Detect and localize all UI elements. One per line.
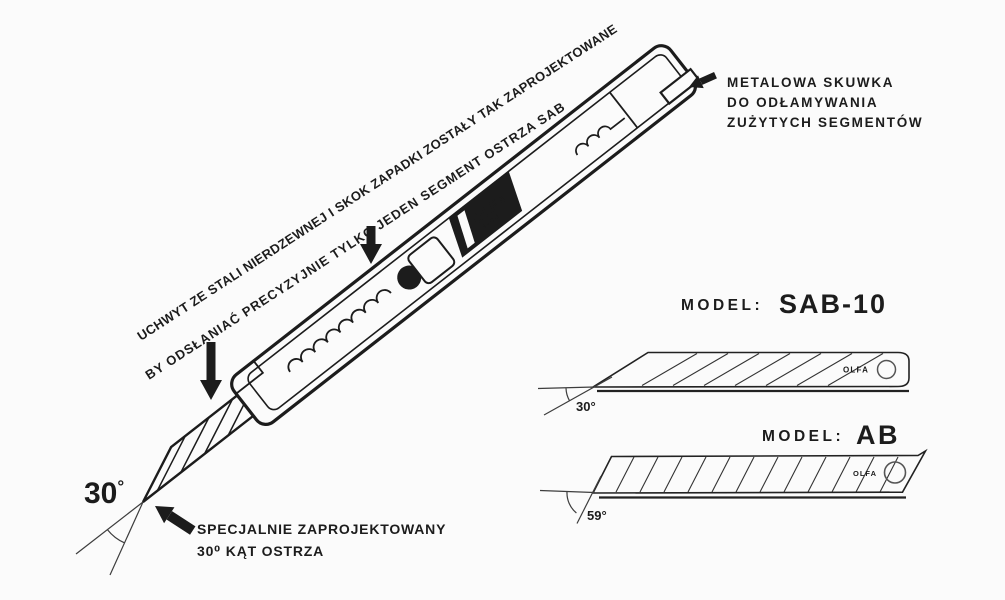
sab10-blade-brand: OLFA [843, 366, 869, 375]
model-ab-label: MODEL: [762, 428, 844, 445]
model-ab-blade: OLFA 59° [539, 448, 928, 524]
model-sab10-label: MODEL: [681, 297, 763, 314]
ab-blade-hole [883, 461, 907, 484]
sab10-blade-segment-lines [641, 353, 884, 386]
knife-endcap-slot [659, 67, 701, 106]
endcap-note-line2: DO ODŁAMYWANIA [727, 95, 878, 110]
model-sab10-blade: OLFA 30° [537, 351, 910, 416]
main-knife-drawing: OLFA SAC-1 [141, 44, 701, 503]
tip-angle-construction [75, 501, 144, 576]
endcap-note-line1: METALOWA SKUWKA [727, 75, 894, 90]
model-sab10-section: MODEL: SAB-10 OLFA 30° [537, 289, 910, 416]
logo-slash-icon [457, 210, 475, 249]
model-ab-name: AB [856, 420, 900, 450]
sab10-angle-construction [537, 376, 613, 416]
knife-slider-body [407, 236, 456, 285]
tip-angle-label: 30° [84, 477, 124, 510]
knife-blade-segment-lines [156, 398, 245, 492]
pointer-arrow-front-lock [200, 342, 222, 400]
tip-note-line2: 30⁰ KĄT OSTRZA [197, 543, 324, 559]
sab10-blade-outline [590, 351, 910, 388]
knife-slider-button [397, 265, 422, 290]
sab10-blade-hole [876, 359, 897, 380]
ab-angle-label: 59° [587, 508, 607, 523]
ab-blade-brand: OLFA [853, 469, 877, 478]
knife-front-lock-step [235, 360, 265, 395]
knife-blade [141, 393, 256, 503]
pointer-arrow-endcap [689, 72, 717, 89]
tip-note-line1: SPECJALNIE ZAPROJEKTOWANY [197, 521, 446, 537]
model-ab-section: MODEL: AB OLFA [539, 420, 928, 524]
model-sab10-name: SAB-10 [779, 289, 887, 319]
endcap-note-line3: ZUŻYTYCH SEGMENTÓW [727, 115, 923, 130]
sab10-angle-label: 30° [576, 399, 596, 414]
ab-blade-outline [591, 448, 928, 494]
knife-clip-wave [575, 117, 626, 156]
knife-cap-seam [609, 92, 638, 128]
ab-angle-construction [539, 475, 602, 524]
pointer-arrow-blade-tip [155, 506, 196, 535]
pointer-arrow-ratchet [360, 226, 382, 264]
ab-blade-segment-lines [615, 456, 899, 493]
